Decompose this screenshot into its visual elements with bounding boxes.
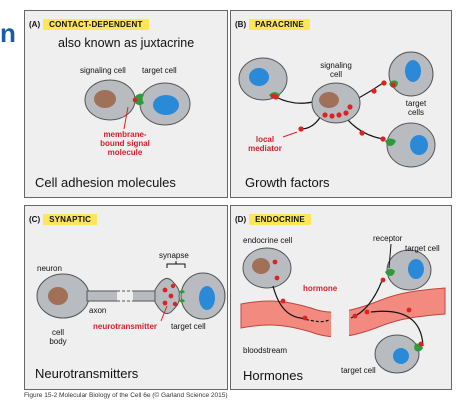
panel-a-badge: (A) CONTACT-DEPENDENT (29, 17, 149, 31)
panel-b-badge: (B) PARACRINE (235, 17, 310, 31)
panel-c-illustration (36, 261, 226, 322)
neuron-label: neuron (37, 264, 62, 273)
target-cell-upper-left (238, 57, 288, 101)
target-cell-bottom-label: target cell (341, 366, 376, 375)
target-cell-upper-right (388, 51, 434, 97)
axon-label: axon (89, 306, 107, 315)
neurotransmitter-pointer (160, 305, 168, 322)
panel-d-title: ENDOCRINE (249, 213, 311, 225)
panel-endocrine: (D) ENDOCRINE endocrine cell receptor ta… (230, 205, 452, 390)
panel-d-illustration (240, 243, 446, 374)
figure-caption: Figure 15-2 Molecular Biology of the Cel… (24, 392, 228, 399)
membrane-bound-signal-molecule (132, 93, 144, 106)
panel-b-illustration (238, 51, 436, 168)
cropped-title-fragment: n (0, 18, 16, 48)
panel-a-illustration (84, 79, 191, 130)
synapse-bracket (166, 261, 186, 268)
panel-c-badge: (C) SYNAPTIC (29, 212, 98, 226)
axon-terminal (154, 277, 180, 315)
panel-a-letter: (A) (29, 19, 41, 29)
local-mediator-pointer (282, 131, 298, 138)
target-cell-top (385, 249, 432, 291)
target-cells-label: target cells (405, 99, 427, 117)
diffusion-arrow-lower-right (346, 118, 384, 140)
flow-arrow (300, 317, 330, 323)
panel-b-letter: (B) (235, 19, 247, 29)
bloodstream-label: bloodstream (243, 346, 288, 355)
receptor-shape (385, 268, 395, 276)
receptor-pointer (388, 243, 392, 269)
diffusion-arrow-lower-left (300, 115, 322, 130)
receptor-label: receptor (373, 234, 403, 243)
local-mediator-label: local mediator (248, 135, 282, 153)
endocrine-cell (242, 247, 292, 289)
panel-c-letter: (C) (29, 214, 41, 224)
signaling-cell-paracrine (311, 82, 361, 124)
panel-contact-dependent: (A) CONTACT-DEPENDENT also known as juxt… (24, 10, 228, 198)
panel-b-title: PARACRINE (249, 18, 310, 30)
synapse-label: synapse (159, 251, 189, 260)
secretion-arrow (272, 285, 302, 319)
neurotransmitter-molecules (162, 283, 178, 307)
synaptic-target-cell (179, 272, 226, 320)
panel-synaptic: (C) SYNAPTIC neuron synapse axon cell bo… (24, 205, 228, 390)
panel-a-title: CONTACT-DEPENDENT (43, 18, 149, 30)
panel-b-bottom-label: Growth factors (245, 175, 330, 190)
signaling-cell (84, 79, 136, 121)
panel-c-title: SYNAPTIC (43, 213, 98, 225)
molecule-pointer (123, 106, 129, 130)
diffusion-arrow-left (275, 96, 318, 104)
membrane-bound-signal-molecule-label: membrane- bound signal molecule (100, 130, 150, 157)
panel-d-badge: (D) ENDOCRINE (235, 212, 311, 226)
target-cell (139, 82, 191, 126)
neuron (36, 273, 180, 319)
target-cell-top-label: target cell (405, 244, 440, 253)
panel-d-bottom-label: Hormones (243, 368, 303, 383)
target-cell-lower-right (385, 122, 436, 168)
cell-body-label: cell body (49, 328, 67, 346)
local-mediator-molecules (270, 80, 396, 142)
panel-a-bottom-label: Cell adhesion molecules (35, 175, 176, 190)
hormone-molecules (272, 259, 424, 347)
endocrine-cell-label: endocrine cell (243, 236, 293, 245)
signaling-cell-label: signaling cell (80, 66, 126, 75)
synaptic-target-cell-label: target cell (171, 322, 206, 331)
delivery-arrow-bottom (370, 310, 424, 347)
panel-c-bottom-label: Neurotransmitters (35, 366, 139, 381)
hormone-label: hormone (303, 284, 338, 293)
target-cell-label: target cell (142, 66, 177, 75)
panel-paracrine: (B) PARACRINE signaling cell target cell… (230, 10, 452, 198)
panel-d-letter: (D) (235, 214, 247, 224)
diffusion-arrow-right (356, 82, 384, 100)
neurotransmitter-label: neurotransmitter (93, 322, 158, 331)
paracrine-signaling-cell-label: signaling cell (320, 61, 352, 79)
target-cell-bottom (374, 334, 423, 374)
panel-a-subtitle: also known as juxtacrine (58, 36, 195, 50)
